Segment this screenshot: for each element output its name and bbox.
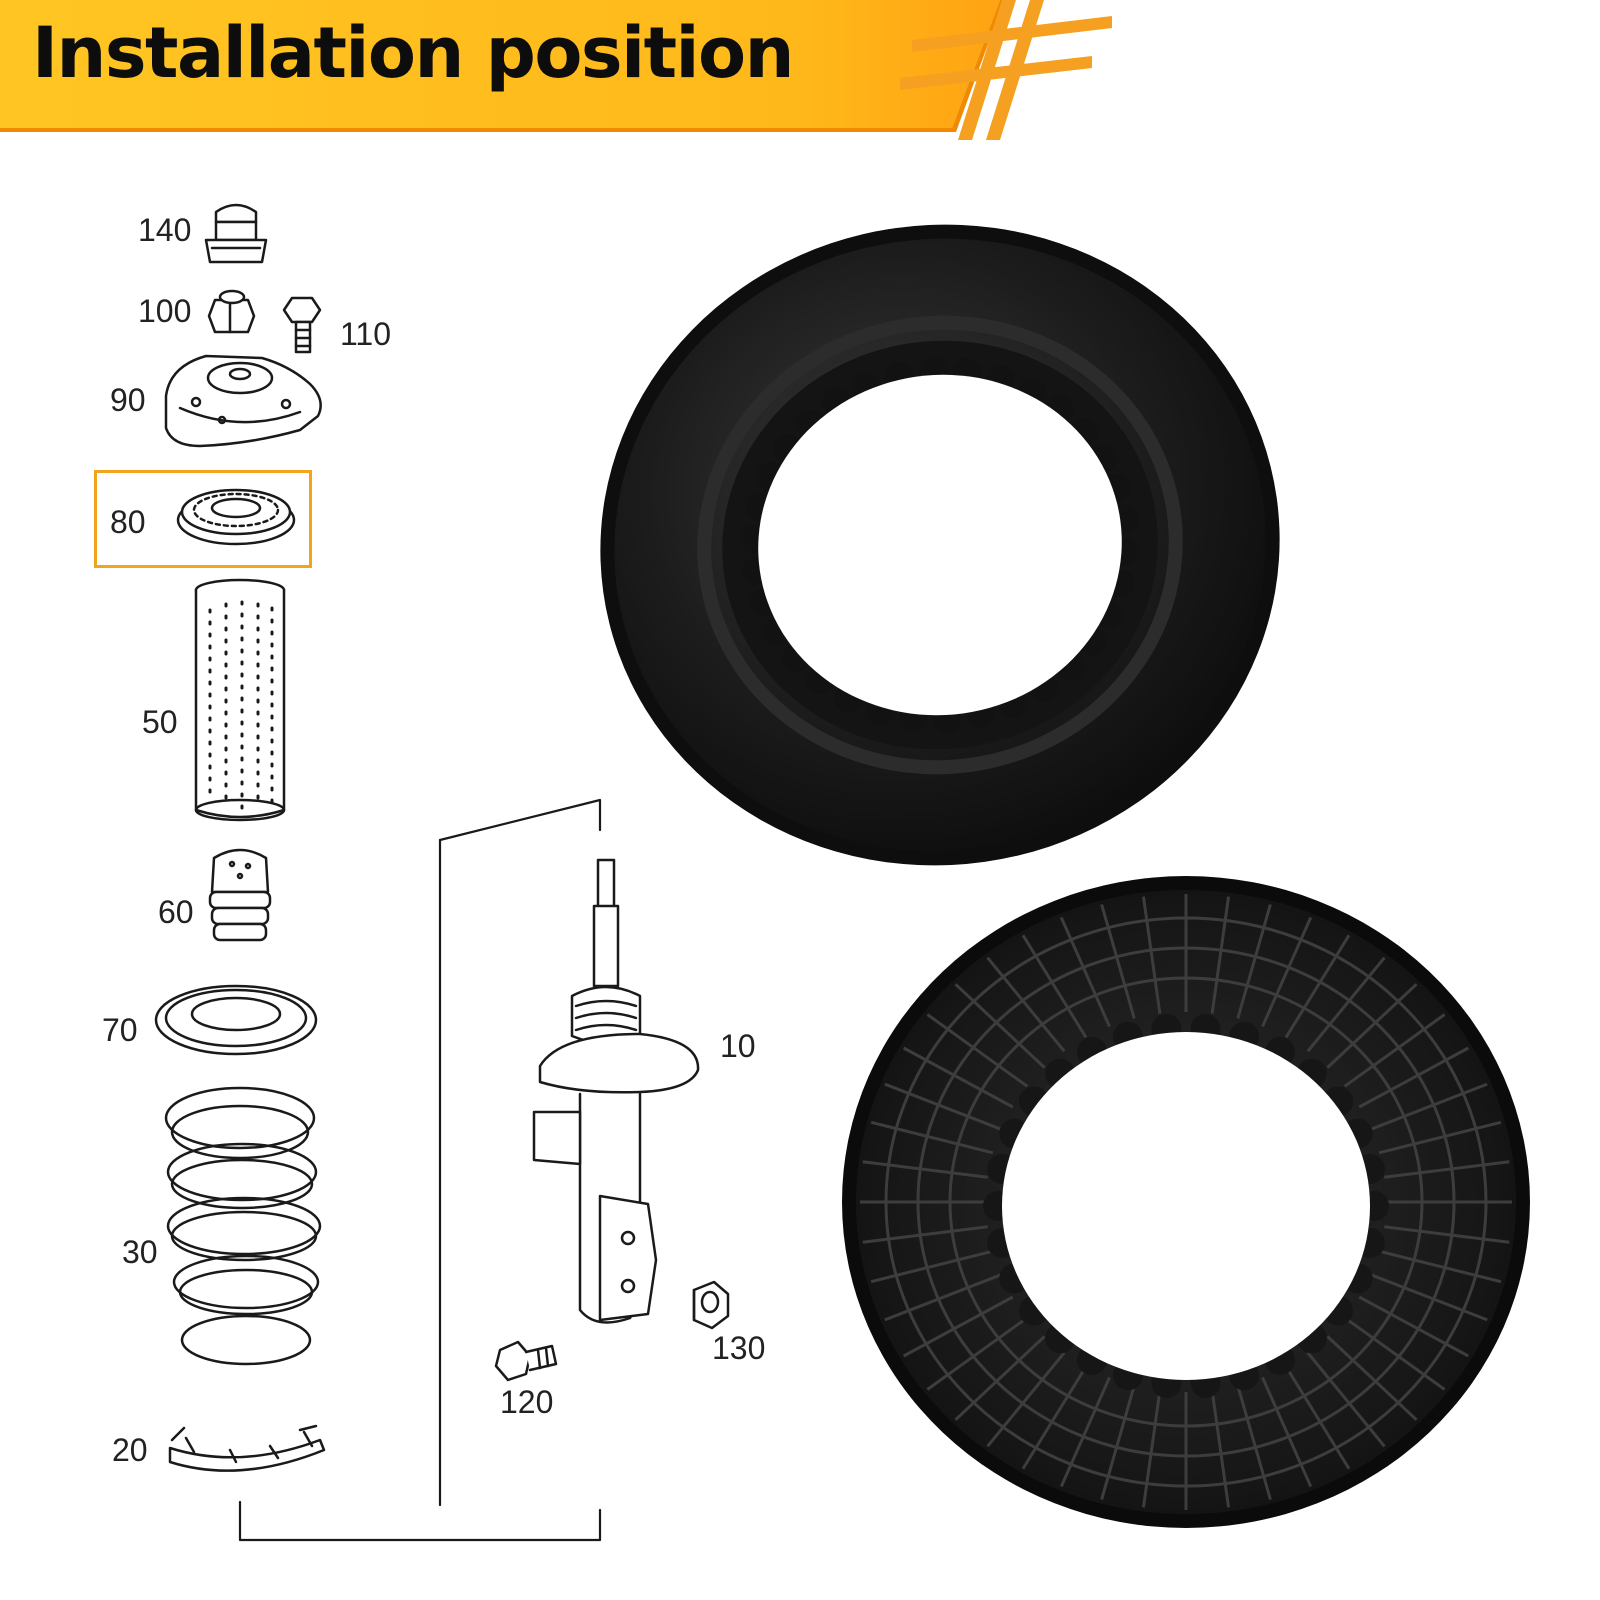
part-label-110: 110 (340, 316, 392, 352)
part-label-30: 30 (122, 1234, 158, 1270)
exploded-parts-diagram (154, 203, 730, 1542)
part-label-130: 130 (712, 1330, 766, 1366)
part-130-icon (692, 1280, 730, 1330)
assembly-leader-lines (238, 798, 602, 1542)
part-30-icon (164, 1086, 322, 1366)
banner-title: Installation position (32, 12, 794, 94)
top-ring-photo (600, 224, 1280, 866)
banner-slash-decoration (900, 0, 1112, 140)
part-label-90: 90 (110, 382, 146, 418)
part-label-50: 50 (142, 704, 178, 740)
part-label-120: 120 (500, 1384, 554, 1420)
part-label-20: 20 (112, 1432, 148, 1468)
part-60-icon (208, 848, 272, 942)
part-110-icon (282, 296, 322, 354)
part-label-100: 100 (138, 293, 192, 329)
part-120-icon (494, 1340, 558, 1382)
part-10-icon (532, 858, 700, 1324)
part-label-60: 60 (158, 894, 194, 930)
part-80-highlight-box (94, 470, 312, 568)
part-label-80: 80 (110, 504, 146, 540)
part-90-icon (164, 354, 322, 448)
part-140-icon (204, 203, 268, 264)
part-80-icon (176, 488, 296, 546)
part-label-70: 70 (102, 1012, 138, 1048)
part-label-140: 140 (138, 212, 192, 248)
part-label-10: 10 (720, 1028, 756, 1064)
part-70-icon (154, 984, 318, 1056)
title-banner (0, 0, 1112, 140)
part-100-icon (207, 289, 256, 334)
part-50-icon (194, 578, 286, 822)
bottom-ring-photo (842, 876, 1530, 1528)
part-20-icon (168, 1424, 326, 1472)
